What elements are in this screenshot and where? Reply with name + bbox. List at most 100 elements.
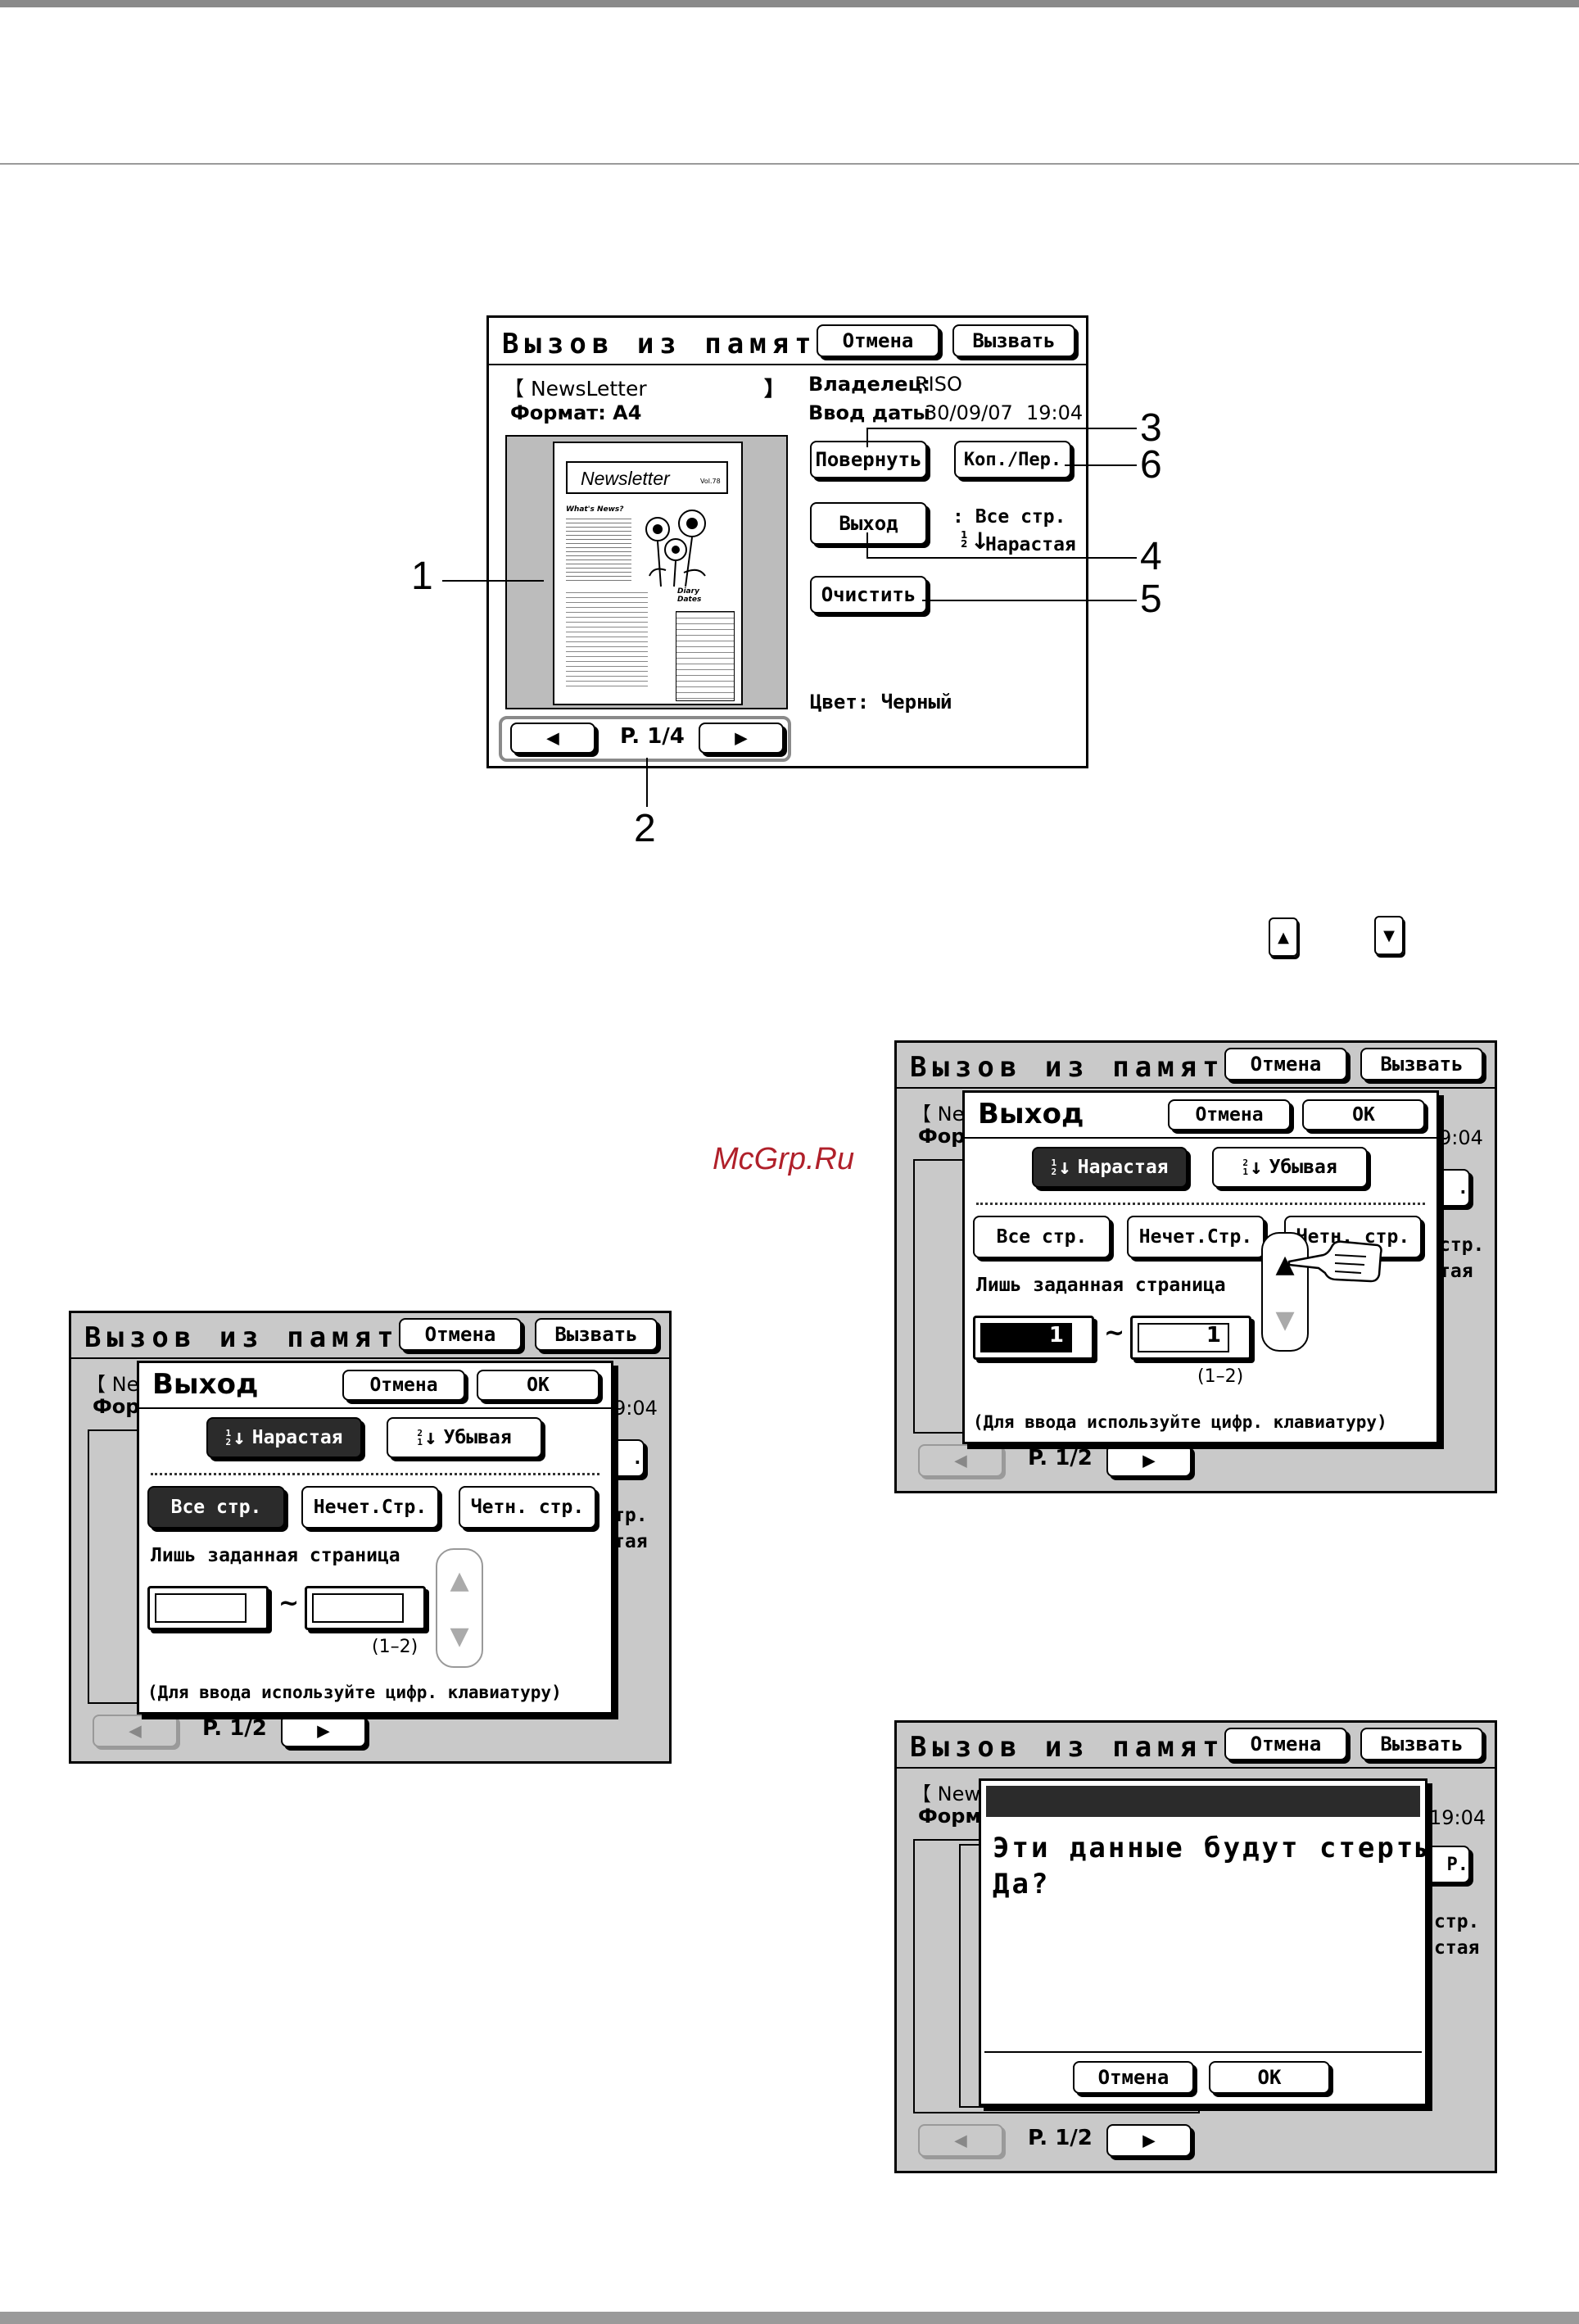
newsletter-volume: Vol.78	[700, 478, 721, 485]
dialog-ok-button[interactable]: OK	[477, 1370, 599, 1401]
page-preview-area	[88, 1429, 161, 1704]
down-arrow-icon: ↓	[1058, 1155, 1071, 1180]
previous-page-button[interactable]: ◀	[510, 723, 595, 754]
callout-line-6	[1065, 464, 1137, 466]
output-order-value: Нарастая	[985, 534, 1076, 555]
page-from-value	[155, 1593, 247, 1623]
time-peek: 19:04	[1429, 1806, 1486, 1829]
even-pages-button[interactable]: Четн. стр.	[459, 1486, 596, 1529]
newsletter-masthead: Newsletter Vol.78	[566, 461, 728, 494]
odd-pages-button[interactable]: Нечет.Стр.	[1127, 1216, 1265, 1258]
recall-screen-output-right: Вызов из памяти Отмена Вызвать 【 New Фор…	[894, 1040, 1497, 1493]
bottom-rule	[0, 2312, 1579, 2324]
page-from-input[interactable]	[147, 1586, 269, 1630]
recall-button: Вызвать	[1360, 1048, 1483, 1080]
dialog-title: Выход	[978, 1098, 1084, 1130]
previous-page-button: ◀	[918, 2124, 1003, 2157]
range-tilde: ~	[1104, 1319, 1125, 1348]
page-to-input[interactable]: 1	[1130, 1316, 1251, 1360]
stepper-up-button[interactable]: ▲	[450, 1566, 469, 1595]
specified-page-label: Лишь заданная страница	[151, 1545, 400, 1566]
callout-line-2	[646, 758, 648, 807]
page-to-value	[312, 1593, 404, 1623]
down-arrow-icon: ↓	[1249, 1155, 1263, 1180]
confirm-cancel-button[interactable]: Отмена	[1073, 2061, 1194, 2094]
cancel-button[interactable]: Отмена	[817, 324, 939, 357]
screen-title: Вызов из памяти	[502, 328, 840, 360]
down-arrow-key-icon: ▼	[1374, 916, 1404, 955]
all-pages-button[interactable]: Все стр.	[147, 1486, 285, 1529]
confirm-question: Да?	[993, 1868, 1051, 1900]
rotate-button[interactable]: Повернуть	[810, 441, 927, 478]
output-button[interactable]: Выход	[810, 502, 927, 545]
recall-screen-output-left: Вызов из памяти Отмена Вызвать 【 New Фор…	[69, 1311, 672, 1764]
up-arrow-key-icon: ▲	[1269, 917, 1298, 957]
newsletter-heading: What's News?	[566, 505, 624, 514]
time-peek: 9:04	[1439, 1126, 1483, 1149]
clear-button[interactable]: Очистить	[810, 576, 927, 614]
stepper-down-button[interactable]: ▼	[1275, 1306, 1295, 1334]
pointing-hand-icon	[1287, 1240, 1382, 1283]
recall-screen-confirm: Вызов из памяти Отмена Вызвать 【 News Фо…	[894, 1720, 1497, 2173]
page-preview-area: Newsletter Vol.78 What's News? Diary Dat…	[505, 435, 788, 709]
color-label: Цвет: Черный	[810, 691, 952, 714]
page-from-value: 1	[980, 1323, 1072, 1352]
cancel-button: Отмена	[1224, 1048, 1347, 1080]
format-label: Формат: A4	[510, 401, 642, 424]
callout-line-5	[922, 600, 1137, 601]
page-to-value: 1	[1138, 1323, 1229, 1352]
output-pages-peek: тр.	[613, 1505, 648, 1526]
top-rule	[0, 0, 1579, 7]
ascending-order-label: Нарастая	[1077, 1157, 1169, 1178]
document-name-peek: 【 News	[912, 1783, 991, 1805]
sunflower-illustration	[645, 510, 706, 587]
watermark: McGrp.Ru	[713, 1142, 855, 1176]
dialog-title: Выход	[152, 1368, 259, 1401]
all-pages-button[interactable]: Все стр.	[973, 1216, 1111, 1258]
recall-button[interactable]: Вызвать	[952, 324, 1075, 357]
dialog-cancel-button[interactable]: Отмена	[1168, 1099, 1291, 1130]
page-from-input[interactable]: 1	[973, 1316, 1094, 1360]
recall-screen-main: Вызов из памяти Отмена Вызвать 【 NewsLet…	[486, 315, 1088, 768]
page-to-input[interactable]	[305, 1586, 426, 1630]
page-stepper: ▲ ▼	[1261, 1232, 1309, 1352]
previous-page-button: ◀	[93, 1715, 178, 1747]
stepper-down-button[interactable]: ▼	[450, 1622, 469, 1651]
dialog-ok-button[interactable]: OK	[1302, 1099, 1425, 1130]
stepper-up-button[interactable]: ▲	[1275, 1250, 1295, 1279]
next-page-button: ▶	[281, 1715, 366, 1747]
callout-3: 3	[1140, 406, 1162, 450]
page-preview-area	[913, 1159, 987, 1434]
callout-line-3	[866, 428, 1137, 429]
ascending-order-label: Нарастая	[251, 1427, 343, 1448]
callout-line-4	[866, 557, 1137, 559]
cancel-button: Отмена	[1224, 1728, 1347, 1760]
page-preview-sheet: Newsletter Vol.78 What's News? Diary Dat…	[553, 442, 743, 705]
down-arrow-icon: ↓	[233, 1425, 246, 1450]
document-name: 【 NewsLetter	[504, 377, 647, 401]
date-value: 30/09/07	[925, 401, 1013, 424]
page-indicator: P. 1/2	[202, 1716, 267, 1741]
callout-1: 1	[411, 555, 433, 598]
next-page-button[interactable]: ▶	[699, 723, 784, 754]
confirm-ok-button[interactable]: OK	[1209, 2061, 1330, 2094]
output-order-peek: тая	[613, 1531, 648, 1552]
page-indicator: P. 1/2	[1028, 1446, 1093, 1470]
previous-page-button: ◀	[918, 1444, 1003, 1477]
dialog-cancel-button[interactable]: Отмена	[342, 1370, 465, 1401]
page-indicator: P. 1/4	[620, 724, 685, 749]
diary-dates-column	[676, 611, 735, 701]
odd-pages-button[interactable]: Нечет.Стр.	[301, 1486, 439, 1529]
page-indicator: P. 1/2	[1028, 2126, 1093, 2150]
copies-button-peek: Р.	[1421, 1846, 1470, 1883]
dialog-section-divider	[151, 1473, 599, 1475]
copies-per-set-button[interactable]: Коп./Пер.	[954, 441, 1071, 478]
callout-4: 4	[1140, 535, 1162, 578]
